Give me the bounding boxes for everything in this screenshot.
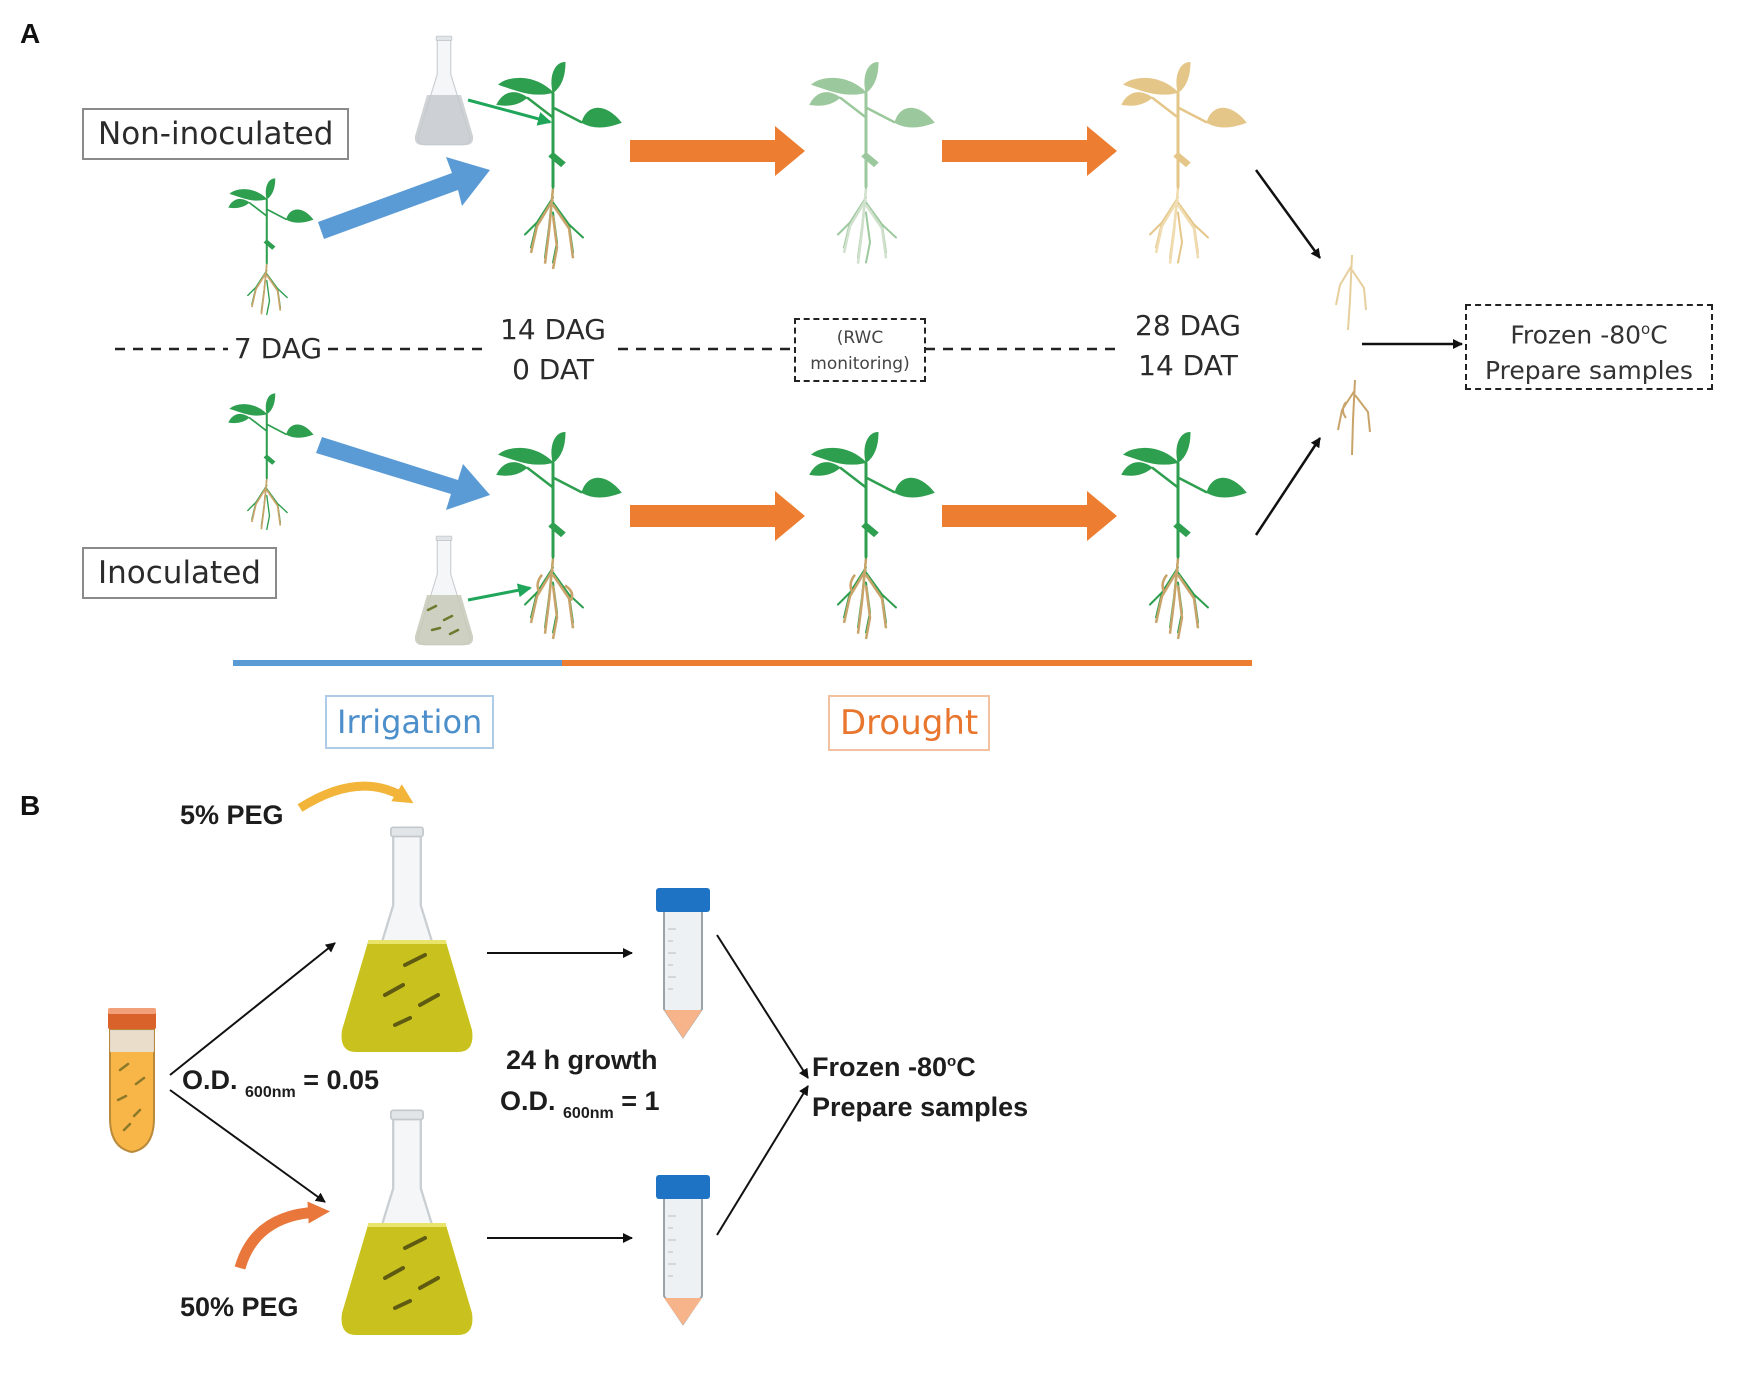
drought-label: Drought: [828, 695, 991, 751]
prepare-samples-label-b: Prepare samples: [812, 1092, 1029, 1122]
culture-flask-50pct-peg: [341, 1108, 473, 1335]
od-start-label: O.D. 600nm = 0.05: [182, 1065, 380, 1101]
flask-water-non-inoculated: [414, 35, 474, 146]
seedling-7dag-non-inoculated: [227, 177, 315, 316]
od-end-label: O.D. 600nm = 1: [500, 1086, 660, 1122]
timeline-28dag: 28 DAG 14 DAT: [1118, 306, 1258, 386]
peg-50pct-label: 50% PEG: [180, 1292, 299, 1322]
freeze-arrow-top: [716, 934, 809, 1079]
panel-a-letter: A: [20, 18, 41, 49]
plant-drought-rwc-non-inoculated: [808, 60, 936, 265]
timeline-14dag: 14 DAG 0 DAT: [488, 310, 618, 390]
peg-5pct-arrow: [297, 781, 414, 812]
water-application-arrow: [467, 98, 552, 126]
peg-50pct-arrow: [234, 1201, 330, 1270]
frozen-label-b: Frozen -80oC: [812, 1052, 976, 1082]
plant-28dag-inoculated: [1120, 430, 1248, 640]
plant-drought-rwc-inoculated: [808, 430, 936, 640]
plant-14dag-inoculated: [495, 430, 623, 640]
falcon-tube-5pct-peg: [656, 888, 710, 1039]
flask-inoculum: [414, 535, 474, 646]
culture-flask-5pct-peg: [341, 825, 473, 1052]
prepare-samples-label-a: Prepare samples: [1485, 356, 1693, 386]
irrigation-arrow-bottom: [316, 437, 490, 510]
frozen-label-a: Frozen -80oC: [1510, 320, 1668, 350]
harvested-root-non-inoculated: [1335, 254, 1367, 331]
timeline-7dag: 7 DAG: [233, 332, 323, 365]
inoculate-arrow-top: [169, 942, 336, 1076]
harvested-root-inoculated: [1337, 379, 1371, 456]
frozen-samples-box-a: Frozen -80oC Prepare samples: [1465, 304, 1713, 390]
rwc-label-line1: (RWC: [836, 328, 884, 348]
freeze-arrow-bottom: [716, 1085, 809, 1236]
drought-arrow-bottom-2: [942, 491, 1117, 541]
harvest-arrow-bottom: [1254, 437, 1322, 536]
growth-label: 24 h growth: [506, 1045, 658, 1075]
falcon-tube-50pct-peg: [656, 1175, 710, 1326]
rwc-label-line2: monitoring): [810, 354, 910, 374]
frozen-samples-label-b: Frozen -80oC Prepare samples: [812, 1042, 1028, 1127]
timeline-14dag-line1: 14 DAG: [500, 313, 606, 346]
non-inoculated-label: Non-inoculated: [82, 108, 350, 160]
timeline-0dat-line2: 0 DAT: [512, 353, 594, 386]
drought-arrow-top-1: [630, 126, 805, 176]
timeline-14dat-line2: 14 DAT: [1138, 349, 1238, 382]
timeline-28dag-line1: 28 DAG: [1135, 309, 1241, 342]
plant-14dag-non-inoculated: [495, 60, 623, 270]
panel-b-letter: B: [20, 790, 41, 821]
drought-arrow-top-2: [942, 126, 1117, 176]
seedling-7dag-inoculated: [227, 392, 315, 531]
inoculate-arrow-bottom: [169, 1089, 326, 1203]
harvest-arrow-top: [1254, 169, 1322, 259]
plant-28dag-non-inoculated-dry: [1120, 60, 1248, 265]
inoculated-label: Inoculated: [82, 547, 277, 599]
irrigation-arrow-top: [318, 157, 490, 239]
peg-5pct-label: 5% PEG: [180, 800, 284, 830]
starter-culture-tube: [108, 1008, 156, 1154]
inoculum-application-arrow: [467, 583, 532, 602]
irrigation-label: Irrigation: [325, 695, 495, 749]
rwc-monitoring-box: (RWC monitoring): [794, 318, 926, 382]
drought-arrow-bottom-1: [630, 491, 805, 541]
